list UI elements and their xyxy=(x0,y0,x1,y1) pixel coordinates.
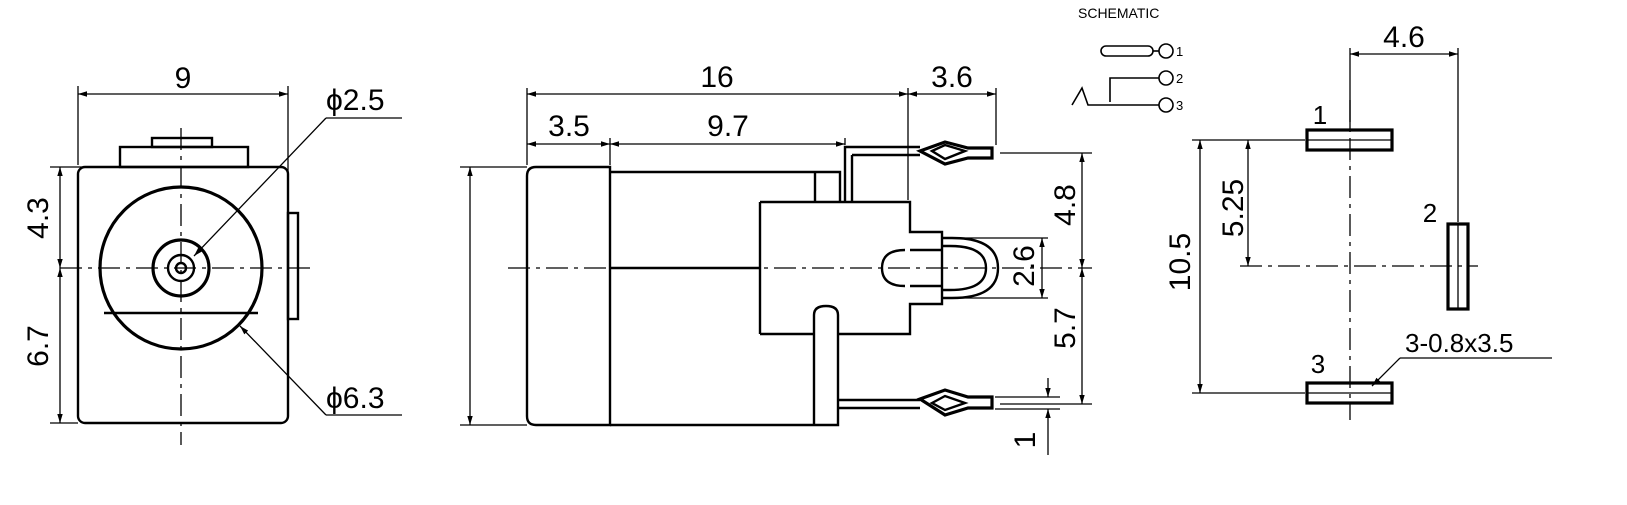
schematic-pin-1-label: 1 xyxy=(1176,44,1183,59)
side-top-lead xyxy=(843,145,920,202)
schematic-pin-2-terminal xyxy=(1158,70,1174,86)
footprint-pad-size-label: 3-0.8x3.5 xyxy=(1405,328,1513,358)
schematic-pin-3-label: 3 xyxy=(1176,98,1183,113)
pin-diameter-leader xyxy=(193,117,327,257)
side-front-section xyxy=(525,165,612,427)
footprint-pad-size-leader xyxy=(1371,357,1401,387)
footprint-pin-1-label: 1 xyxy=(1313,100,1327,130)
side-upper-label: 4.8 xyxy=(1049,184,1082,226)
schematic-pin-2-label: 2 xyxy=(1176,71,1183,86)
front-top-tab xyxy=(118,145,250,169)
footprint-total-label: 10.5 xyxy=(1164,233,1197,291)
outer-diameter-leader xyxy=(239,325,327,416)
schematic: SCHEMATIC 1 2 3 xyxy=(1071,5,1183,113)
schematic-pin-3-terminal xyxy=(1158,97,1174,113)
side-body xyxy=(610,170,842,202)
front-width-label: 9 xyxy=(175,62,192,95)
front-top-label: 4.3 xyxy=(22,197,55,239)
footprint: 1 2 3 4.6 10.5 5.25 3-0.8x3.5 xyxy=(1164,21,1552,420)
schematic-switch xyxy=(1071,86,1159,106)
footprint-pitch-label: 4.6 xyxy=(1383,21,1425,54)
side-lead-label: 3.6 xyxy=(931,61,973,94)
outer-diameter-label: ϕ6.3 xyxy=(326,382,385,415)
side-front-label: 3.5 xyxy=(548,110,590,143)
front-view: 9 4.3 6.7 ϕ2.5 ϕ6.3 xyxy=(22,62,402,445)
pin-diameter-label: ϕ2.5 xyxy=(326,84,385,117)
front-bottom-label: 6.7 xyxy=(22,325,55,367)
footprint-pin-2-label: 2 xyxy=(1423,198,1437,228)
side-bottom-lead xyxy=(838,398,920,410)
side-rear-pin xyxy=(942,236,1000,300)
side-body-label: 9.7 xyxy=(707,110,749,143)
side-lower-label: 5.7 xyxy=(1049,307,1082,349)
side-middle-label: 2.6 xyxy=(1008,245,1041,287)
schematic-plug xyxy=(1100,45,1154,57)
front-top-tab-inner xyxy=(150,136,214,149)
side-view: 16 3.6 3.5 9.7 4.8 2.6 5.7 1 xyxy=(460,61,1092,455)
side-pin-thickness-label: 1 xyxy=(1009,432,1042,449)
schematic-title: SCHEMATIC xyxy=(1078,5,1159,21)
footprint-pin-3-label: 3 xyxy=(1311,349,1325,379)
side-length-label: 16 xyxy=(700,61,733,94)
footprint-offset-label: 5.25 xyxy=(1217,179,1250,237)
schematic-pin-1-terminal xyxy=(1158,43,1174,59)
side-body-bottom xyxy=(610,304,840,427)
front-side-tab xyxy=(286,211,300,321)
